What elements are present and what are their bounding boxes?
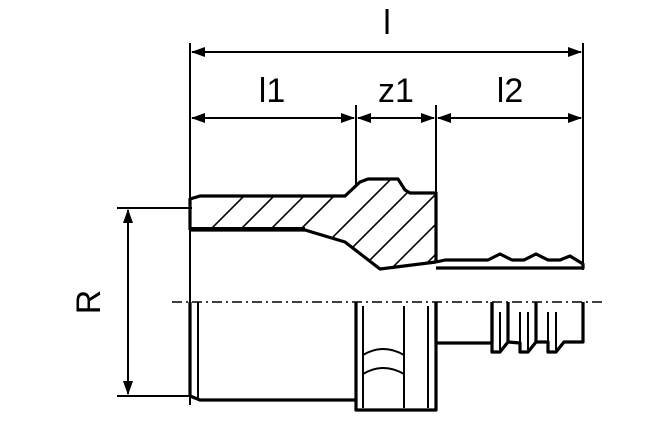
label-z1: z1 xyxy=(378,72,414,110)
dim-overall-length: l xyxy=(189,4,584,405)
label-l: l xyxy=(383,4,391,42)
label-R: R xyxy=(70,290,108,315)
section-view xyxy=(188,177,585,271)
dim-chain: l1 z1 l2 xyxy=(191,72,582,195)
dim-thread: R xyxy=(70,207,192,397)
label-l2: l2 xyxy=(497,72,523,110)
label-l1: l1 xyxy=(259,72,285,110)
outside-view xyxy=(188,302,585,412)
